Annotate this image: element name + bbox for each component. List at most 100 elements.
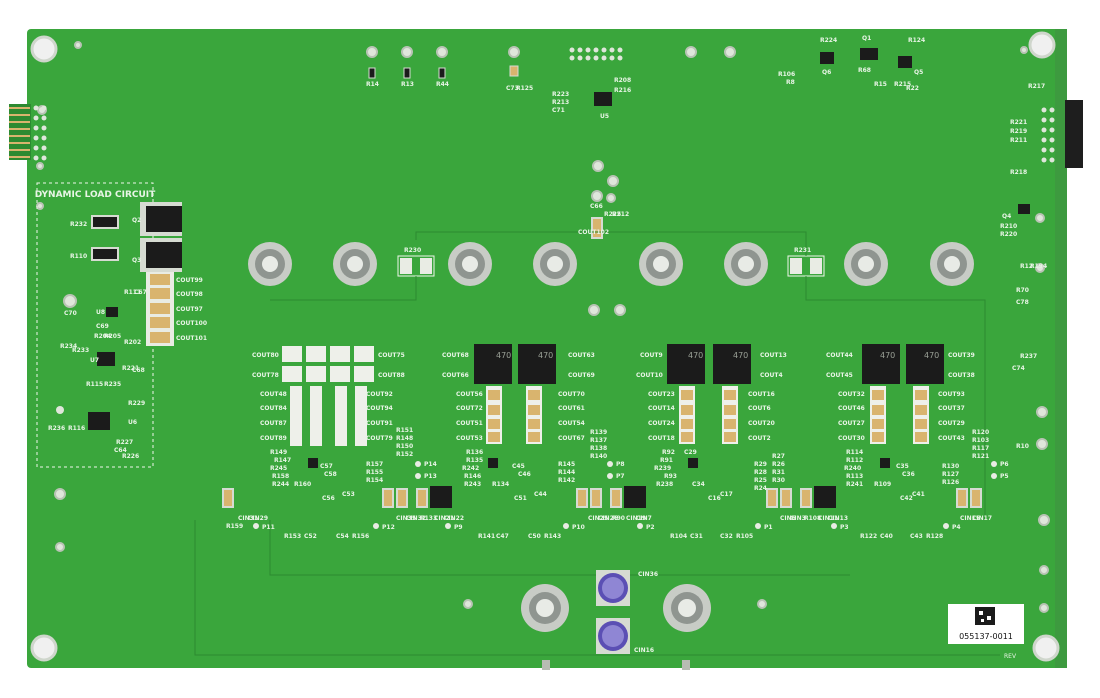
cout-column-dynamic-load xyxy=(146,272,174,346)
cap-470-markings: 470 470 470 470 470 470 xyxy=(496,351,939,360)
silk-label: COUT67 xyxy=(558,435,585,442)
silk-label: R224 xyxy=(820,37,837,44)
silk-label: P3 xyxy=(840,524,849,531)
via xyxy=(54,488,66,500)
silk-label: R226 xyxy=(122,453,139,460)
silk-label: COUT79 xyxy=(366,435,393,442)
silk-label: R202 xyxy=(124,339,141,346)
silk-label: R242 xyxy=(462,465,479,472)
silk-label: R149 xyxy=(270,449,287,456)
silk-label: COUT2 xyxy=(748,435,771,442)
silk-label: CIN22 xyxy=(444,515,464,522)
silk-label: R103 xyxy=(972,437,989,444)
silk-label: C56 xyxy=(322,495,335,502)
ic-u7 xyxy=(97,352,115,366)
silk-label: C53 xyxy=(342,491,355,498)
silk-label: R194 xyxy=(1030,263,1047,270)
via xyxy=(36,202,44,210)
silk-label: R241 xyxy=(846,481,863,488)
silk-label: R227 xyxy=(116,439,133,446)
silk-label: R220 xyxy=(1000,231,1017,238)
ic-u5 xyxy=(594,92,612,106)
rev-label: REV xyxy=(1004,653,1017,660)
silk-label: P9 xyxy=(454,524,463,531)
silk-label: COUT29 xyxy=(938,420,965,427)
cout-bank-4 xyxy=(862,344,944,444)
bottom-edge-pin xyxy=(682,660,690,670)
silk-label: C68 xyxy=(132,367,145,374)
silk-label: R159 xyxy=(226,523,243,530)
silk-label: Q3 xyxy=(132,257,141,264)
silk-label: P13 xyxy=(424,473,437,480)
silk-label: R44 xyxy=(436,81,449,88)
silk-label: R12 xyxy=(1020,263,1033,270)
silk-label: R142 xyxy=(558,477,575,484)
silk-label: P12 xyxy=(382,524,395,531)
cout-bank-2 xyxy=(474,344,556,444)
silk-label: C69 xyxy=(96,323,109,330)
silk-label: P1 xyxy=(764,524,773,531)
silk-label: COUT9 xyxy=(640,352,663,359)
silk-label: R137 xyxy=(590,437,607,444)
silk-label: R112 xyxy=(846,457,863,464)
silk-label: R245 xyxy=(270,465,287,472)
mount-hole-bottom-right xyxy=(1032,634,1060,662)
via xyxy=(1036,438,1048,450)
silk-label: R105 xyxy=(736,533,753,540)
via xyxy=(1039,565,1049,575)
input-cap-row xyxy=(222,486,982,508)
silk-label: R225 xyxy=(604,211,621,218)
silk-label: COUT56 xyxy=(456,391,483,398)
via xyxy=(614,304,626,316)
silk-label: U7 xyxy=(90,357,99,364)
silk-label: COUT37 xyxy=(938,405,965,412)
silk-label: P7 xyxy=(616,473,625,480)
silk-label: COUT87 xyxy=(260,420,287,427)
resistor-r110 xyxy=(91,247,119,261)
silk-label: P6 xyxy=(1000,461,1009,468)
via xyxy=(1039,603,1049,613)
silk-label: COUT10 xyxy=(636,372,663,379)
mounting-holes xyxy=(30,31,1060,662)
silk-label: R130 xyxy=(942,463,959,470)
silk-label: CIN6 xyxy=(780,515,796,522)
silk-label: Q2 xyxy=(132,217,141,224)
terminal-6 xyxy=(724,242,768,286)
silk-label: CIN16 xyxy=(634,647,654,654)
silk-label: COUT51 xyxy=(456,420,483,427)
silk-label: R31 xyxy=(772,469,785,476)
silk-label: C16 xyxy=(708,495,721,502)
silk-label: P4 xyxy=(952,524,961,531)
via xyxy=(588,304,600,316)
silk-label: C50 xyxy=(528,533,541,540)
silk-label: R28 xyxy=(754,469,767,476)
silk-label: R208 xyxy=(614,77,631,84)
silk-label: C64 xyxy=(114,447,127,454)
via xyxy=(366,46,378,58)
via xyxy=(1035,263,1045,273)
silk-label: CIN13 xyxy=(828,515,848,522)
silk-label: R235 xyxy=(104,381,121,388)
silk-label: R231 xyxy=(794,247,811,254)
silk-label: C31 xyxy=(690,533,703,540)
via xyxy=(1036,406,1048,418)
dynamic-load-circuit-title: DYNAMIC LOAD CIRCUIT xyxy=(35,190,156,200)
silk-label: C32 xyxy=(720,533,733,540)
silk-label: P8 xyxy=(616,461,625,468)
silk-label: COUT32 xyxy=(838,391,865,398)
silk-label: R156 xyxy=(352,533,369,540)
silk-label: COUT84 xyxy=(260,405,287,412)
mount-hole-top-right xyxy=(1028,31,1056,59)
silk-label: CIN25 xyxy=(588,515,608,522)
capacitor-cout102 xyxy=(591,217,603,239)
silk-label: C43 xyxy=(910,533,923,540)
silk-label: C71 xyxy=(552,107,565,114)
resistor-r232 xyxy=(91,215,119,229)
transistor-q4 xyxy=(1018,204,1030,214)
silk-label: P10 xyxy=(572,524,585,531)
terminal-1 xyxy=(248,242,292,286)
resistor-r44 xyxy=(438,67,446,79)
silk-label: CIN17 xyxy=(972,515,992,522)
via xyxy=(592,160,604,172)
silk-label: R153 xyxy=(284,533,301,540)
